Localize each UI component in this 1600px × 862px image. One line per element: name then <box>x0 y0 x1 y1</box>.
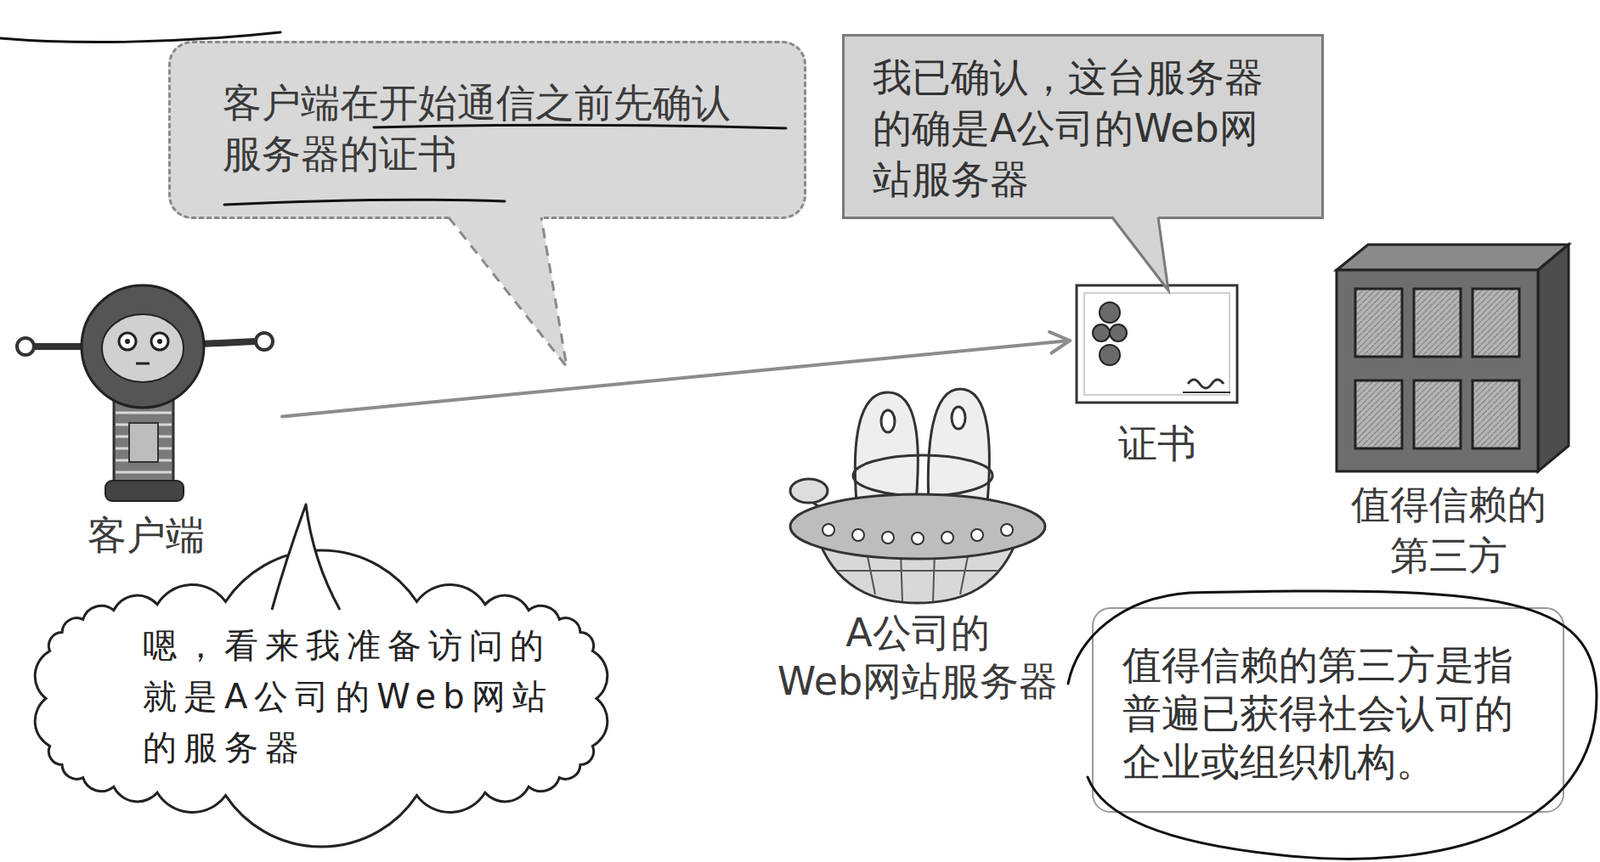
building-window <box>1472 288 1520 357</box>
callout-tail <box>448 217 567 368</box>
server-porthole <box>822 524 835 537</box>
server-saucer <box>790 494 1046 560</box>
robot-stripes <box>115 412 172 473</box>
building-window <box>1355 380 1403 449</box>
connector-line <box>282 340 1070 417</box>
robot-face <box>101 314 184 383</box>
pen-loop <box>1068 591 1597 860</box>
robot-panel <box>129 423 159 463</box>
client-node: 客户端 <box>10 288 283 561</box>
building-front <box>1336 270 1538 472</box>
building-icon <box>1336 244 1569 472</box>
pen-underline <box>224 199 505 205</box>
node-text: 客户端在开始通信之前先确认 服务器的证书 <box>222 77 743 180</box>
server-porthole <box>941 531 954 544</box>
callout-tail <box>1112 217 1169 291</box>
robot-base <box>105 480 184 502</box>
building-roof <box>1336 244 1569 271</box>
robot-mouth <box>135 362 150 366</box>
node-text: 我已确认，这台服务器 的确是A公司的Web网 站服务器 <box>872 51 1276 205</box>
robot-eye <box>118 333 136 351</box>
certificate-icon <box>1076 285 1238 403</box>
robot-eye <box>151 333 169 351</box>
node-text: A公司的 Web网站服务器 <box>768 609 1067 707</box>
building-window <box>1472 380 1520 449</box>
speech-cloud: 嗯，看来我准备访问的 就是A公司的Web网站 的服务器 <box>30 586 612 812</box>
node-text: 值得信赖的 第三方 <box>1343 479 1555 582</box>
certificate-frame <box>1084 293 1230 396</box>
server-porthole <box>1000 524 1013 537</box>
pen-stroke <box>0 32 281 43</box>
certificate-node: 证书 <box>1072 280 1243 470</box>
robot-pupil <box>157 339 163 345</box>
callout-tail-fill <box>1112 215 1169 291</box>
certificate-seal <box>1099 302 1120 323</box>
certificate-signline <box>1182 391 1231 394</box>
certificate-seal <box>1099 344 1120 366</box>
third-party-node: 值得信赖的 第三方 <box>1325 237 1572 582</box>
callout-box: 我已确认，这台服务器 的确是A公司的Web网 站服务器 <box>842 33 1324 220</box>
callout-bubble: 客户端在开始通信之前先确认 服务器的证书 <box>168 40 807 220</box>
robot-head <box>81 285 204 408</box>
pen-underline <box>373 124 786 129</box>
server-porthole <box>971 529 984 542</box>
server-eye <box>881 410 895 433</box>
cloud-tail <box>271 504 340 611</box>
connector-arrow <box>282 332 1070 418</box>
note-box: 值得信赖的第三方是指 普遍已获得社会认可的 企业或组织机构。 <box>1091 607 1565 814</box>
robot-figure <box>16 285 273 502</box>
arrow-head <box>1049 332 1070 354</box>
server-porthole <box>852 529 865 542</box>
building-window <box>1413 380 1461 449</box>
server-ring <box>853 455 993 497</box>
robot-hand <box>16 338 34 356</box>
robot-arm <box>33 343 85 351</box>
building-side <box>1537 244 1569 472</box>
certificate-signature <box>1187 379 1224 389</box>
server-figure-art <box>790 389 1046 604</box>
building-window <box>1413 288 1461 357</box>
cloud-tail-fill <box>271 504 340 611</box>
building-window <box>1355 288 1403 357</box>
robot-hand <box>255 333 273 351</box>
robot-pupil <box>124 339 131 345</box>
certificate-seal <box>1092 324 1110 342</box>
certificate-sheet <box>1076 285 1238 403</box>
node-text: 证书 <box>1072 418 1243 470</box>
node-text: 值得信赖的第三方是指 普遍已获得社会认可的 企业或组织机构。 <box>1122 641 1526 787</box>
robot-arm <box>200 341 255 345</box>
server-node: A公司的 Web网站服务器 <box>768 378 1067 707</box>
certificate-seal <box>1109 324 1127 342</box>
node-text: 嗯，看来我准备访问的 就是A公司的Web网站 的服务器 <box>142 620 585 774</box>
node-text: 客户端 <box>10 509 283 561</box>
server-eye <box>951 407 966 430</box>
callout-tail-fill <box>448 215 567 368</box>
server-porthole <box>911 532 924 545</box>
robot-body <box>113 399 174 488</box>
server-dish <box>790 479 828 504</box>
server-porthole <box>881 531 894 544</box>
